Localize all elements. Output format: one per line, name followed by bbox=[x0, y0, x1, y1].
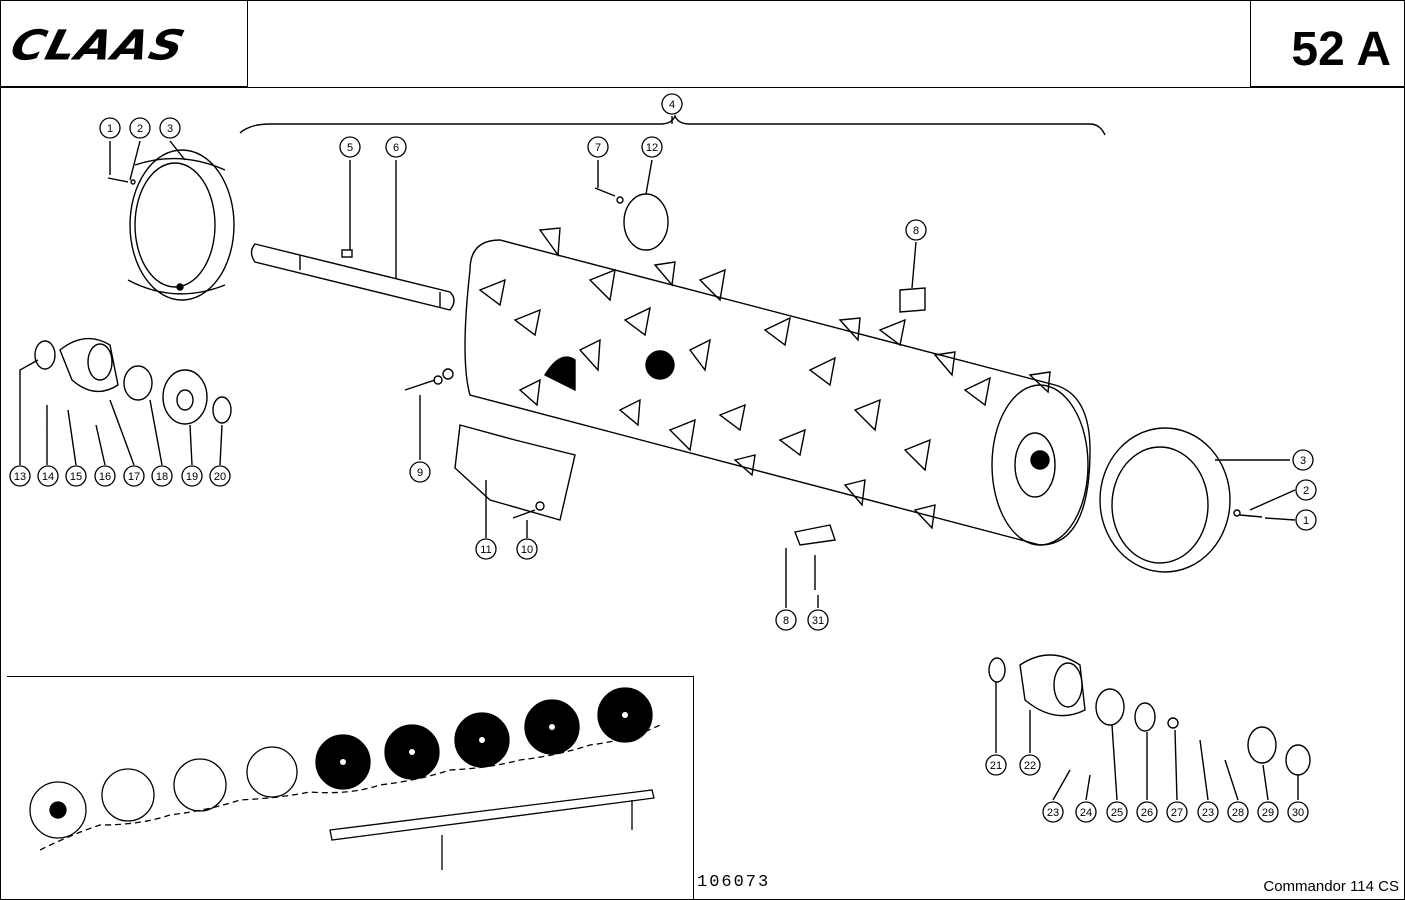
rotor-drum bbox=[464, 239, 1091, 546]
shaft bbox=[250, 243, 455, 311]
svg-text:26: 26 bbox=[1141, 807, 1153, 819]
callout-1: 1 bbox=[99, 117, 121, 139]
callout-15: 15 bbox=[65, 465, 87, 487]
callout-23: 23 bbox=[1042, 801, 1064, 823]
svg-text:31: 31 bbox=[812, 615, 824, 627]
right-ring-outer bbox=[1099, 427, 1231, 573]
svg-text:12: 12 bbox=[646, 142, 658, 154]
svg-text:14: 14 bbox=[42, 471, 54, 483]
page-number: 52 A bbox=[1291, 23, 1391, 76]
callouts: 1 2 3 4 5 6 7 12 8 13 14 15 16 17 18 19 … bbox=[9, 93, 1317, 823]
svg-text:11: 11 bbox=[480, 544, 491, 556]
svg-text:23: 23 bbox=[1047, 807, 1059, 819]
callout-27: 27 bbox=[1166, 801, 1188, 823]
callout-23b: 23 bbox=[1197, 801, 1219, 823]
callout-8b: 8 bbox=[775, 609, 797, 631]
svg-text:9: 9 bbox=[417, 467, 423, 479]
svg-text:8: 8 bbox=[783, 615, 789, 627]
callout-1b: 1 bbox=[1295, 509, 1317, 531]
callout-5: 5 bbox=[339, 136, 361, 158]
svg-text:16: 16 bbox=[99, 471, 111, 483]
drawing-number: 106073 bbox=[697, 873, 771, 892]
svg-text:4: 4 bbox=[669, 99, 675, 111]
svg-text:3: 3 bbox=[1300, 455, 1306, 467]
cover-plate bbox=[623, 193, 669, 251]
right-ring-inner bbox=[1111, 446, 1209, 564]
callout-18: 18 bbox=[151, 465, 173, 487]
left-ring-outer bbox=[129, 149, 235, 301]
svg-text:25: 25 bbox=[1111, 807, 1123, 819]
svg-text:17: 17 bbox=[128, 471, 140, 483]
callout-26: 26 bbox=[1136, 801, 1158, 823]
callout-22: 22 bbox=[1019, 754, 1041, 776]
svg-text:21: 21 bbox=[990, 760, 1002, 772]
callout-3b: 3 bbox=[1292, 449, 1314, 471]
svg-text:7: 7 bbox=[595, 142, 601, 154]
callout-31: 31 bbox=[807, 609, 829, 631]
callout-30: 30 bbox=[1287, 801, 1309, 823]
callout-12: 12 bbox=[641, 136, 663, 158]
inset-cog-row bbox=[29, 687, 661, 870]
svg-text:27: 27 bbox=[1171, 807, 1183, 819]
callout-14: 14 bbox=[37, 465, 59, 487]
svg-text:6: 6 bbox=[393, 142, 399, 154]
svg-text:10: 10 bbox=[521, 544, 533, 556]
callout-2: 2 bbox=[129, 117, 151, 139]
callout-13: 13 bbox=[9, 465, 31, 487]
callout-28: 28 bbox=[1227, 801, 1249, 823]
svg-text:2: 2 bbox=[1303, 485, 1309, 497]
svg-text:15: 15 bbox=[70, 471, 82, 483]
svg-text:19: 19 bbox=[186, 471, 198, 483]
callout-4: 4 bbox=[661, 93, 683, 115]
callout-20: 20 bbox=[209, 465, 231, 487]
cover-11 bbox=[454, 424, 576, 521]
callout-24: 24 bbox=[1075, 801, 1097, 823]
callout-2b: 2 bbox=[1295, 479, 1317, 501]
svg-text:24: 24 bbox=[1080, 807, 1092, 819]
svg-text:5: 5 bbox=[347, 142, 353, 154]
logo-box: CLAAS bbox=[0, 0, 248, 87]
assembly-bracket bbox=[239, 114, 1106, 136]
tine-8 bbox=[899, 287, 926, 313]
svg-text:2: 2 bbox=[137, 123, 143, 135]
svg-text:28: 28 bbox=[1232, 807, 1244, 819]
svg-text:8: 8 bbox=[913, 225, 919, 237]
header-divider bbox=[0, 87, 1405, 88]
page-number-box: 52 A bbox=[1250, 0, 1405, 87]
callout-6: 6 bbox=[385, 136, 407, 158]
svg-text:23: 23 bbox=[1202, 807, 1214, 819]
callout-8: 8 bbox=[905, 219, 927, 241]
callout-11: 11 bbox=[475, 538, 497, 560]
callout-10: 10 bbox=[516, 538, 538, 560]
model-name: Commandor 114 CS bbox=[1263, 878, 1399, 895]
callout-16: 16 bbox=[94, 465, 116, 487]
svg-text:1: 1 bbox=[1303, 515, 1309, 527]
svg-text:3: 3 bbox=[167, 123, 173, 135]
key bbox=[341, 249, 353, 258]
left-ring-inner bbox=[134, 162, 216, 288]
svg-text:20: 20 bbox=[214, 471, 226, 483]
callout-19: 19 bbox=[181, 465, 203, 487]
callout-21: 21 bbox=[985, 754, 1007, 776]
svg-text:18: 18 bbox=[156, 471, 168, 483]
svg-text:1: 1 bbox=[107, 123, 113, 135]
callout-9: 9 bbox=[409, 461, 431, 483]
inset-diagram-frame bbox=[7, 676, 694, 900]
svg-text:22: 22 bbox=[1024, 760, 1036, 772]
svg-text:30: 30 bbox=[1292, 807, 1304, 819]
callout-7: 7 bbox=[587, 136, 609, 158]
svg-text:13: 13 bbox=[14, 471, 26, 483]
svg-text:29: 29 bbox=[1262, 807, 1274, 819]
callout-25: 25 bbox=[1106, 801, 1128, 823]
callout-3: 3 bbox=[159, 117, 181, 139]
callout-29: 29 bbox=[1257, 801, 1279, 823]
callout-17: 17 bbox=[123, 465, 145, 487]
bracket-8 bbox=[794, 524, 836, 546]
